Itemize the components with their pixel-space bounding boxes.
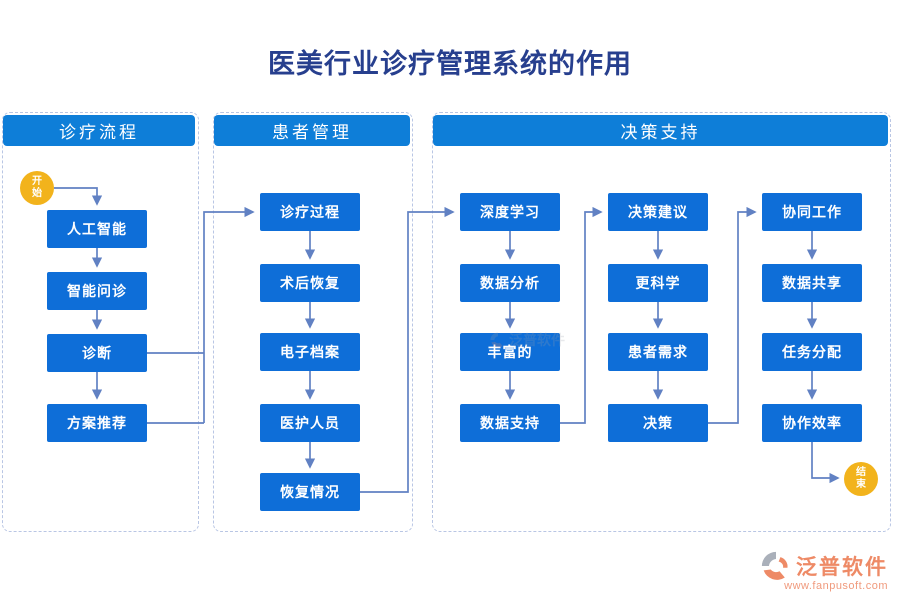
node-more-scientific: 更科学 <box>608 264 708 302</box>
section-header-patient-management: 患者管理 <box>214 115 410 146</box>
node-diagnosis: 诊断 <box>47 334 147 372</box>
section-header-decision-support: 决策支持 <box>433 115 888 146</box>
node-smart-consultation: 智能问诊 <box>47 272 147 310</box>
end-terminal: 结束 <box>844 462 878 496</box>
brand-block: 泛普软件 www.fanpusoft.com <box>761 551 888 592</box>
node-collaborative-work: 协同工作 <box>762 193 862 231</box>
node-medical-staff: 医护人员 <box>260 404 360 442</box>
node-decision: 决策 <box>608 404 708 442</box>
section-header-diagnosis-process: 诊疗流程 <box>3 115 195 146</box>
node-collaboration-efficiency: 协作效率 <box>762 404 862 442</box>
end-terminal-label: 结束 <box>856 466 866 491</box>
brand-logo-icon <box>761 551 788 580</box>
start-terminal: 开始 <box>20 171 54 205</box>
node-treatment-process: 诊疗过程 <box>260 193 360 231</box>
node-task-allocation: 任务分配 <box>762 333 862 371</box>
brand-url: www.fanpusoft.com <box>784 580 888 592</box>
section-frame-diagnosis-process <box>2 112 199 532</box>
node-deep-learning: 深度学习 <box>460 193 560 231</box>
node-data-sharing: 数据共享 <box>762 264 862 302</box>
node-decision-advice: 决策建议 <box>608 193 708 231</box>
node-patient-needs: 患者需求 <box>608 333 708 371</box>
node-rich: 丰富的 <box>460 333 560 371</box>
node-data-support: 数据支持 <box>460 404 560 442</box>
brand-name: 泛普软件 <box>796 556 888 579</box>
node-plan-recommendation: 方案推荐 <box>47 404 147 442</box>
start-terminal-label: 开始 <box>32 175 42 200</box>
section-frame-decision-support <box>432 112 891 532</box>
node-recovery-status: 恢复情况 <box>260 473 360 511</box>
page-title: 医美行业诊疗管理系统的作用 <box>268 49 632 79</box>
node-electronic-records: 电子档案 <box>260 333 360 371</box>
section-frame-patient-management <box>213 112 413 532</box>
node-artificial-intelligence: 人工智能 <box>47 210 147 248</box>
node-postop-recovery: 术后恢复 <box>260 264 360 302</box>
node-data-analysis: 数据分析 <box>460 264 560 302</box>
